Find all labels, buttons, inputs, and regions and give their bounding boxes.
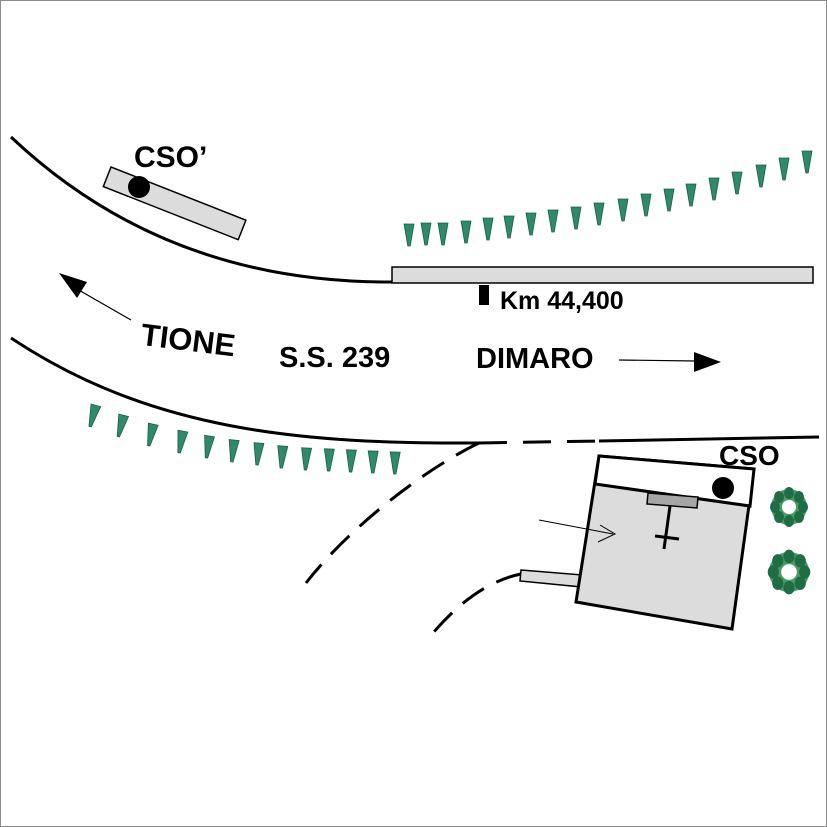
cso-label: CSO (719, 440, 780, 471)
tree-icon (367, 450, 379, 474)
tree-icon (663, 188, 675, 212)
tree-icon (547, 209, 559, 233)
bridge-structure (391, 266, 814, 284)
tree-icon (731, 171, 743, 195)
tree-icon (300, 447, 312, 471)
cso-station-icon (712, 477, 734, 499)
tree-icon (503, 215, 515, 239)
direction-dimaro-label: DIMARO (476, 343, 594, 375)
flow-arrow-icon (538, 519, 617, 543)
tree-icon (482, 217, 494, 241)
road-edge-south-east (598, 435, 820, 443)
tree-icon (143, 422, 159, 448)
tree-icon (403, 223, 415, 247)
tree-icon (593, 202, 605, 226)
tree-icon (801, 150, 813, 174)
tree-icon (437, 222, 449, 246)
outlet-pipe (519, 569, 584, 588)
tree-row-north (403, 150, 813, 247)
shrub-icon (770, 487, 808, 527)
tree-icon (201, 435, 215, 459)
road-edge-south (10, 336, 480, 445)
tree-icon (420, 222, 432, 246)
arrow-tione-icon (59, 273, 132, 321)
tree-icon (275, 445, 289, 469)
tree-icon (778, 157, 790, 181)
tree-icon (617, 198, 629, 222)
weir-plate (646, 492, 699, 509)
access-road-dashed-upper (304, 441, 480, 584)
road-edge-north (9, 135, 394, 284)
road-name-label: S.S. 239 (279, 342, 391, 374)
road-edge-south-dashed (478, 439, 600, 445)
cso-prime-label: CSO’ (134, 141, 208, 174)
tree-icon (525, 212, 537, 236)
cso-prime-station-icon (128, 176, 150, 198)
km-marker-label: Km 44,400 (500, 287, 624, 315)
shrub-icon (767, 549, 811, 595)
tree-icon (226, 439, 240, 463)
arrow-dimaro-icon (618, 352, 721, 372)
tree-icon (323, 448, 335, 472)
tree-icon (708, 177, 720, 201)
tree-icon (570, 206, 582, 230)
tree-icon (685, 183, 697, 207)
tree-icon (84, 403, 102, 429)
cso-prime-structure (102, 166, 247, 241)
tree-icon (345, 449, 357, 473)
tree-icon (755, 164, 767, 188)
tree-icon (460, 220, 472, 244)
tree-icon (173, 429, 189, 455)
tree-icon (251, 442, 265, 466)
access-road-dashed-lower (431, 572, 522, 634)
tree-icon (113, 413, 129, 439)
weir-post (654, 505, 680, 550)
tree-icon (640, 193, 652, 217)
km-marker-post (479, 285, 489, 305)
tree-icon (389, 451, 401, 475)
